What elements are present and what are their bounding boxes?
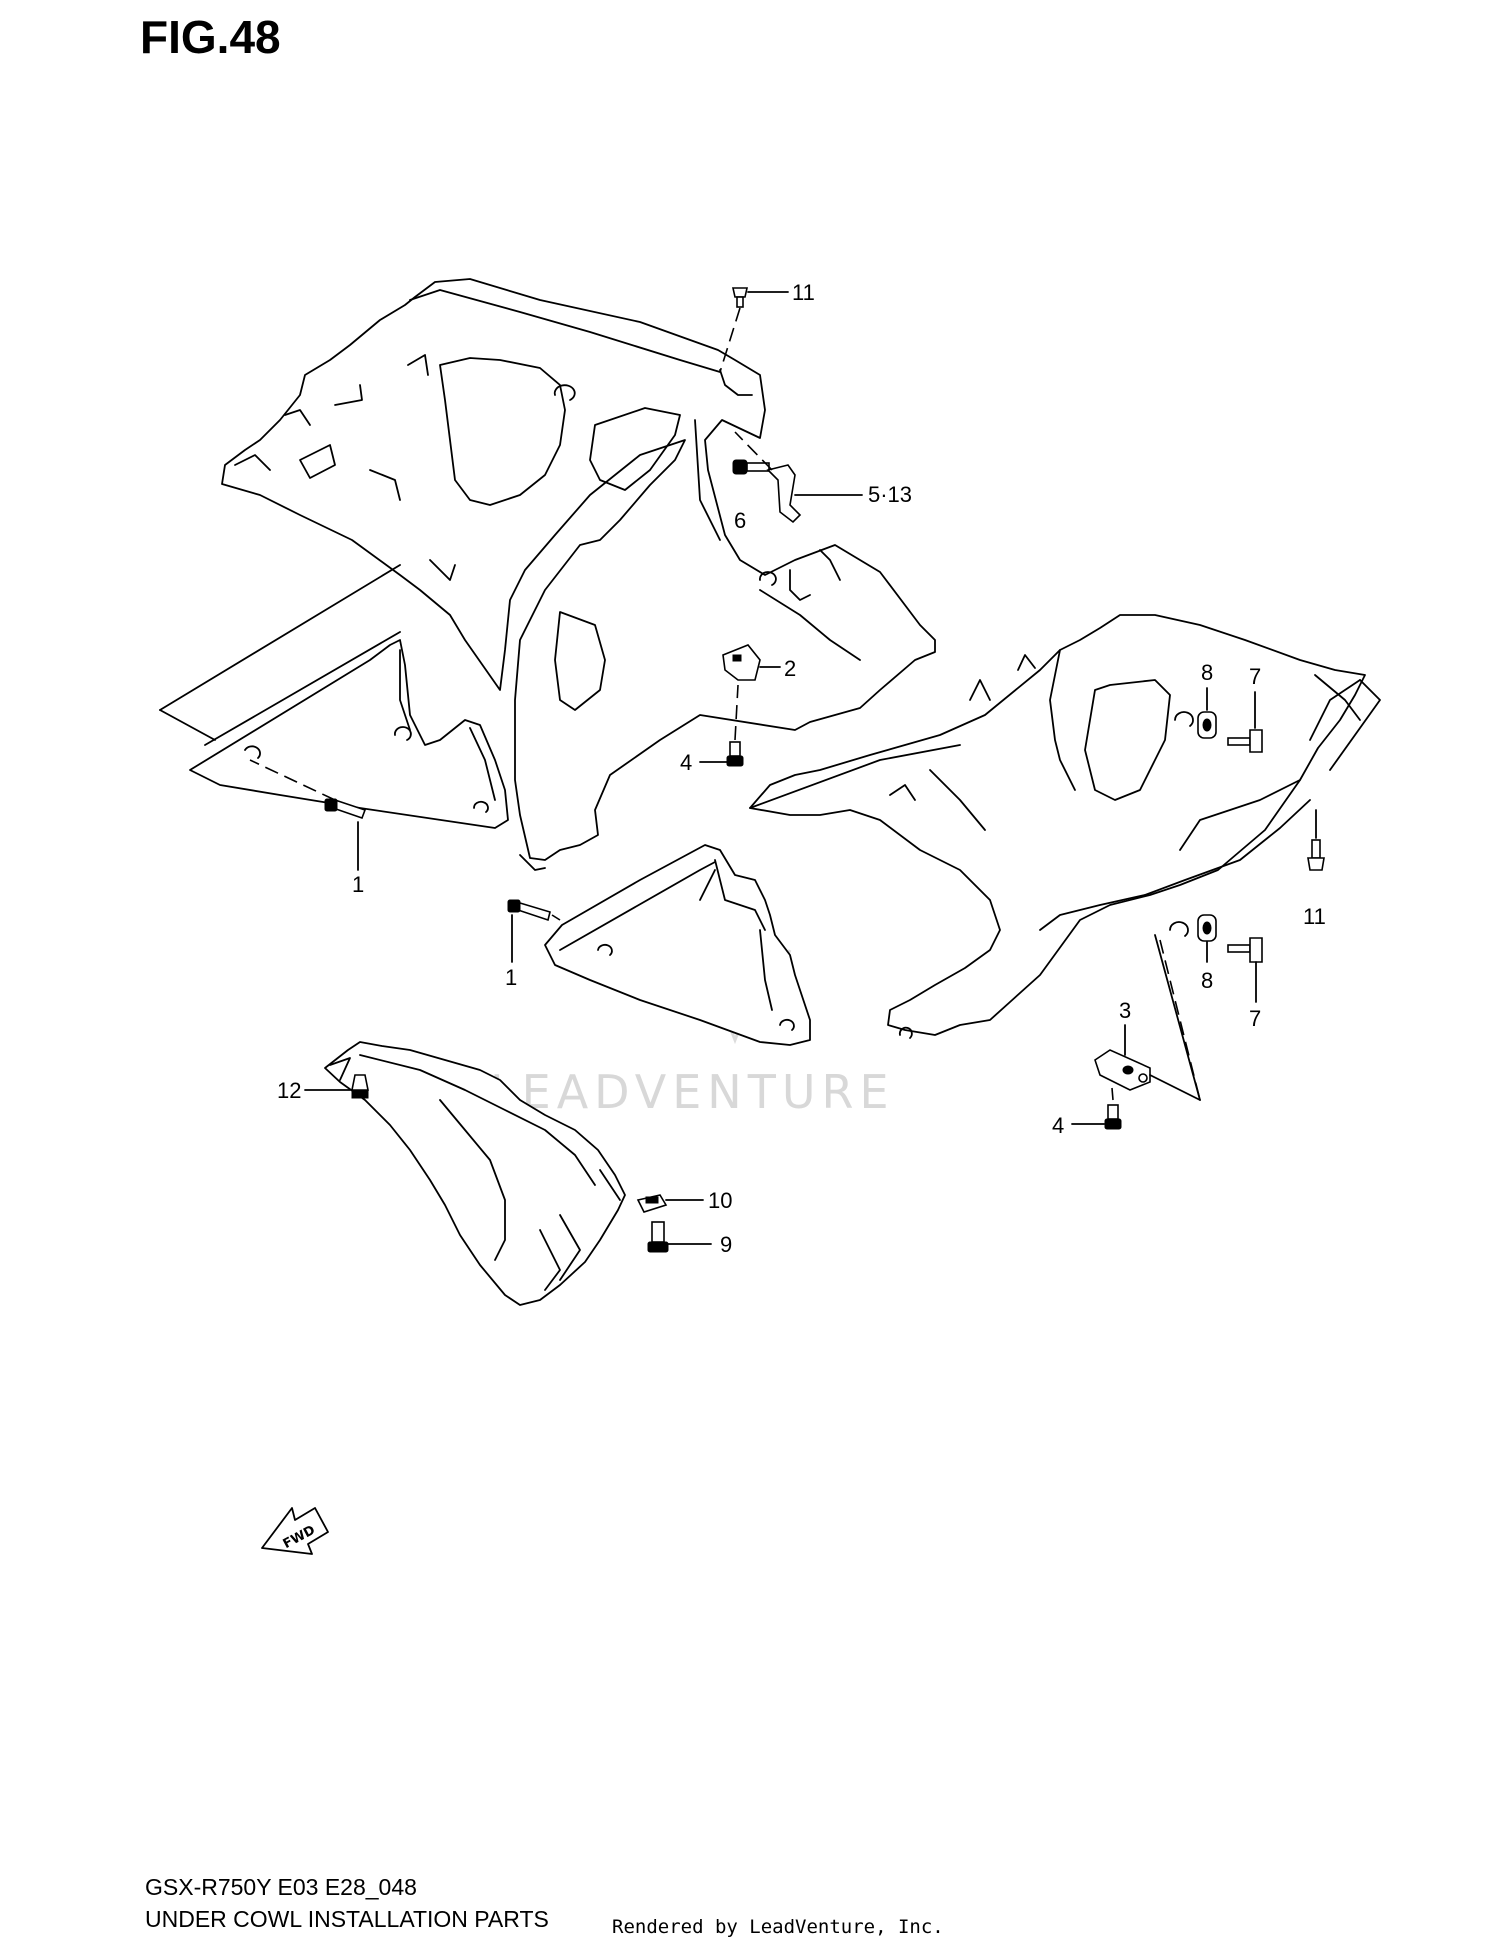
clip-11-top: [732, 287, 748, 308]
screw-1-center: [507, 899, 551, 922]
callout-1-center: 1: [505, 965, 517, 990]
screw-7-bottom: [1227, 937, 1263, 963]
callout-7-top: 7: [1249, 664, 1261, 689]
callout-7-bottom: 7: [1249, 1006, 1261, 1031]
grommet-8-bottom: [1197, 914, 1217, 942]
left-under-cowl: [221, 278, 936, 871]
screw-7-top: [1227, 729, 1263, 753]
bolt-9: [647, 1221, 669, 1253]
diagram-caption: UNDER COWL INSTALLATION PARTS: [145, 1906, 549, 1932]
callout-5-13: 5·13: [868, 482, 912, 507]
bracket-3: [1094, 1049, 1151, 1091]
callout-12: 12: [277, 1078, 301, 1103]
bracket-2: [722, 644, 761, 681]
clip-11-right: [1307, 839, 1325, 871]
callout-4-center: 4: [680, 750, 692, 775]
screw-1-left: [324, 798, 367, 820]
lower-fairing: [324, 1041, 626, 1306]
bolt-4-center: [726, 741, 744, 767]
forward-arrow-icon: FWD: [261, 1507, 329, 1555]
callout-1-left: 1: [352, 872, 364, 897]
clip-12: [351, 1074, 369, 1099]
bracket-5-13: [766, 464, 802, 524]
center-lower-panel: [544, 844, 811, 1046]
grommet-8-top: [1197, 711, 1217, 739]
callout-3: 3: [1119, 998, 1131, 1023]
figure-title: FIG.48: [140, 11, 281, 63]
bolt-6: [732, 459, 770, 475]
nut-10: [636, 1194, 668, 1213]
callout-11-right: 11: [1303, 904, 1326, 929]
callout-4-right: 4: [1052, 1113, 1064, 1138]
callout-6: 6: [734, 508, 746, 533]
watermark-text: LEADVENTURE: [490, 1065, 895, 1119]
callout-9: 9: [720, 1232, 732, 1257]
callout-2: 2: [784, 656, 796, 681]
bolt-4-right: [1104, 1104, 1122, 1130]
render-credit: Rendered by LeadVenture, Inc.: [612, 1916, 944, 1938]
callout-8-top: 8: [1201, 660, 1213, 685]
callout-11-top: 11: [792, 280, 815, 305]
model-code: GSX-R750Y E03 E28_048: [145, 1874, 417, 1900]
callout-10: 10: [708, 1188, 732, 1213]
callout-8-bottom: 8: [1201, 968, 1213, 993]
